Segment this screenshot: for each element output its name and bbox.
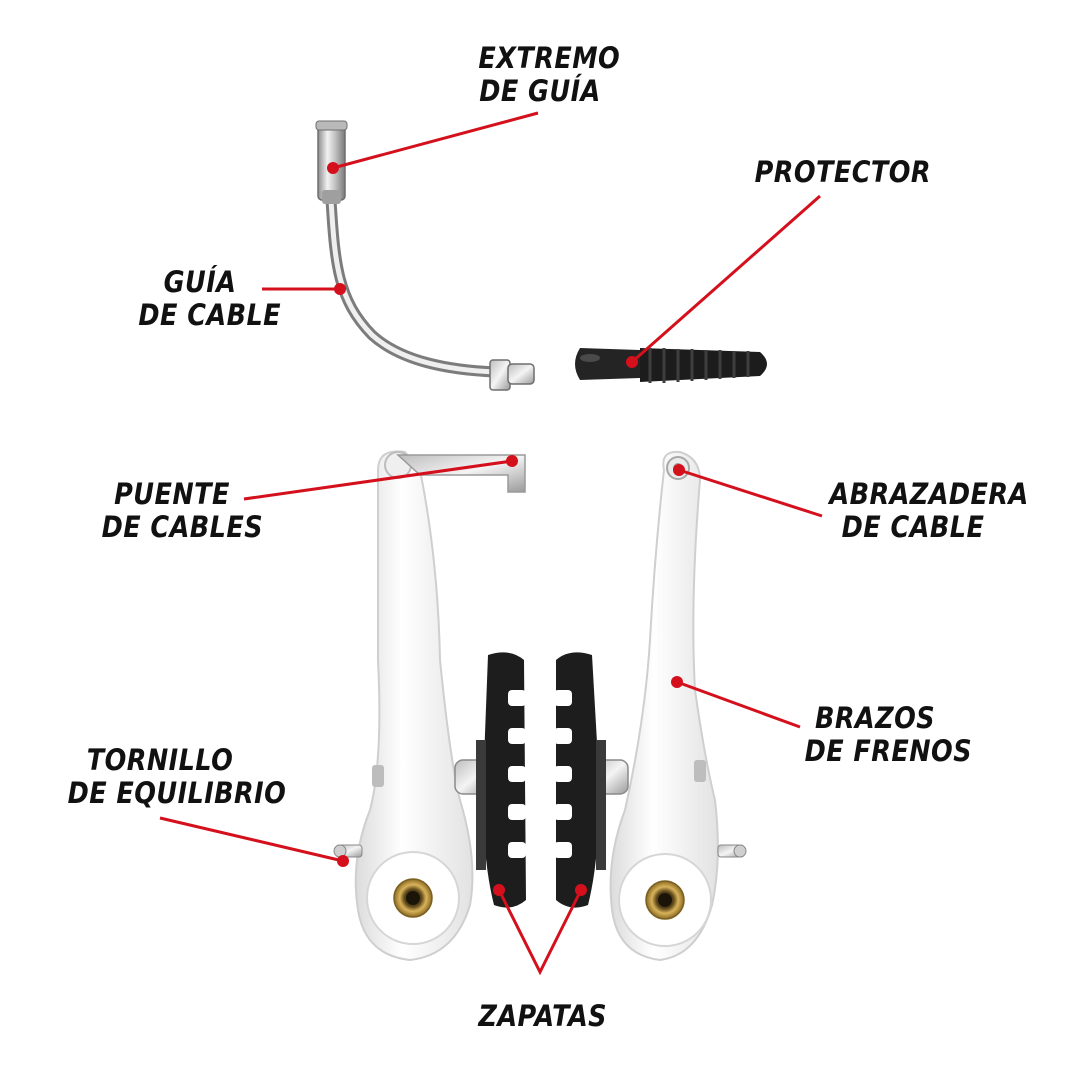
leader-puente-cables	[243, 459, 513, 501]
leader-extremo-guia	[332, 111, 539, 170]
label-tornillo-equilibrio: TORNILLO DE EQUILIBRIO	[67, 743, 287, 810]
leader-zapatas	[497, 889, 583, 976]
leader-dot	[626, 356, 638, 368]
leader-dot	[575, 884, 587, 896]
leader-dot	[337, 855, 349, 867]
leader-dot	[671, 676, 683, 688]
leader-brazos-frenos	[676, 680, 801, 729]
leader-dot	[334, 283, 346, 295]
guide-end-ferrule	[317, 121, 346, 201]
leader-dot	[493, 884, 505, 896]
rubber-boot-icon	[575, 348, 767, 383]
label-protector: PROTECTOR	[754, 155, 931, 189]
label-guia-cable: GUÍA DE CABLE	[138, 265, 282, 332]
label-brazos-frenos: BRAZOS DE FRENOS	[804, 701, 973, 768]
label-puente-cables: PUENTE DE CABLES	[101, 477, 264, 544]
label-extremo-guia: EXTREMO DE GUÍA	[478, 41, 621, 108]
leader-lines	[159, 111, 823, 976]
brake-arm-icon	[609, 450, 747, 962]
cable-guide-noodle-icon	[315, 120, 535, 391]
brake-arm-icon	[333, 450, 526, 962]
label-abrazadera-cable: ABRAZADERA DE CABLE	[829, 477, 1029, 544]
label-zapatas: ZAPATAS	[478, 999, 607, 1033]
leader-dot	[673, 464, 685, 476]
leader-protector	[631, 194, 821, 364]
brake-pad-icon	[554, 652, 629, 908]
leader-dot	[506, 455, 518, 467]
leader-tornillo-equilibrio	[159, 816, 344, 863]
leader-dot	[327, 162, 339, 174]
brake-pad-icon	[454, 652, 526, 908]
leader-abrazadera-cable	[678, 468, 823, 518]
